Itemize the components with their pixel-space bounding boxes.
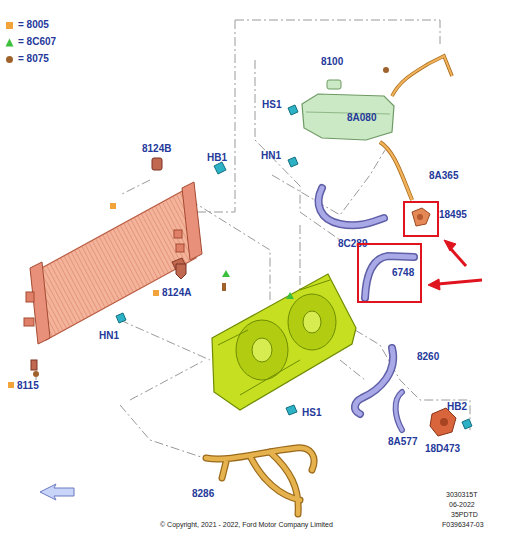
highlight-box: 18495 [403, 201, 439, 237]
legend-text: = 8005 [18, 19, 49, 31]
callout-number: 8260 [417, 351, 439, 363]
front-arrow [40, 484, 74, 500]
highlight-arrows [428, 240, 482, 290]
legend-text: = 8C607 [18, 36, 56, 48]
callout-number: HS1 [302, 407, 321, 419]
note-text: 06-2022 [449, 500, 475, 509]
clip [214, 162, 226, 174]
callout-number: 6748 [392, 267, 414, 279]
callout-number: 8100 [321, 56, 343, 68]
callout-number: HN1 [261, 150, 281, 162]
callout-number: HN1 [99, 330, 119, 342]
callout-number: 8124A [162, 287, 191, 299]
reservoir [302, 80, 394, 140]
callout-number: 18D473 [425, 443, 460, 455]
legend-swatch [6, 22, 13, 29]
callout-number: HS1 [262, 99, 281, 111]
callout-number: HB2 [447, 401, 467, 413]
leader-lines [36, 20, 470, 460]
note-text: F0396347-03 [442, 520, 484, 529]
insulator [152, 158, 162, 170]
radiator [24, 182, 202, 344]
callout-number: HB1 [207, 152, 227, 164]
highlight-box: 6748 [357, 243, 422, 303]
legend-symbol [5, 38, 14, 47]
callout-number: 8A080 [347, 112, 376, 124]
note-text: © Copyright, 2021 - 2022, Ford Motor Com… [160, 520, 333, 529]
legend-text: = 8075 [18, 53, 49, 65]
callout-number: 8286 [192, 488, 214, 500]
callout-number: 8115 [17, 380, 39, 392]
callout-number: 8A365 [429, 170, 458, 182]
callout-number: 18495 [439, 209, 467, 221]
legend-symbol [5, 55, 14, 64]
callout-number: 8124B [142, 143, 171, 155]
callout-number: 8A577 [388, 436, 417, 448]
note-text: 35PDTD [451, 510, 478, 519]
fan-shroud [212, 274, 356, 410]
note-text: 3030315T [446, 490, 478, 499]
